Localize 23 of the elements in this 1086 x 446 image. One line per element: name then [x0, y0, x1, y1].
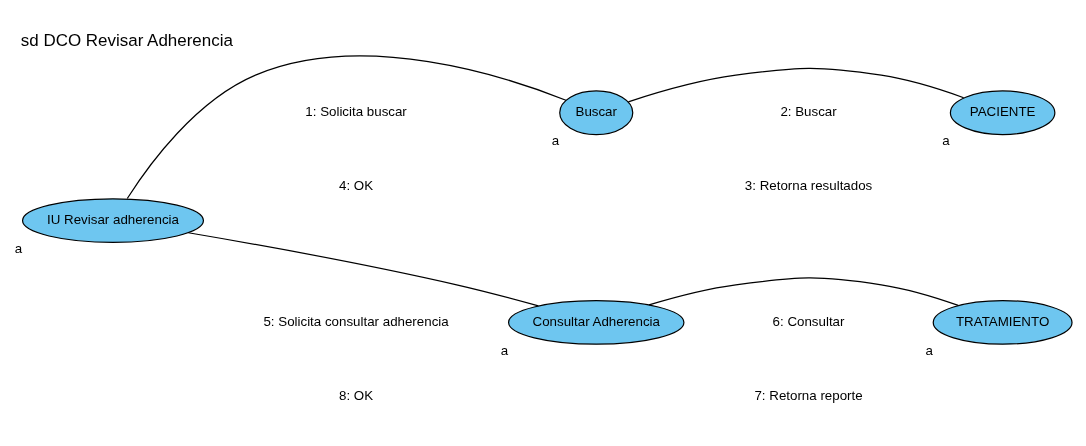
label: 2: Buscar: [780, 104, 837, 120]
label: 5: Solicita consultar adherencia: [263, 313, 449, 329]
node-ellipse: PACIENTE: [949, 90, 1056, 136]
label: 7: Retorna reporte: [754, 387, 863, 403]
node-label: a: [500, 342, 509, 358]
node-ellipse: TRATAMIENTO: [932, 300, 1073, 345]
connector: [126, 55, 567, 200]
connector: [627, 67, 965, 103]
label: 3: Retorna resultados: [744, 178, 873, 194]
diagram-title: sd DCO Revisar Adherencia: [20, 31, 233, 51]
node-label: a: [14, 241, 23, 257]
node-ellipse: Consultar Adherencia: [508, 300, 685, 345]
node-label: a: [942, 133, 950, 149]
connector: [648, 277, 959, 306]
connector: [187, 232, 539, 307]
node-label: a: [551, 133, 560, 149]
label: 8: OK: [339, 387, 374, 403]
label: 4: OK: [339, 178, 374, 194]
label: 1: Solicita buscar: [305, 104, 407, 120]
label: 6: Consultar: [772, 313, 845, 329]
node-ellipse: IU Revisar adherencia: [21, 198, 205, 243]
node-ellipse: Buscar: [559, 90, 634, 136]
node-label: a: [925, 342, 933, 358]
